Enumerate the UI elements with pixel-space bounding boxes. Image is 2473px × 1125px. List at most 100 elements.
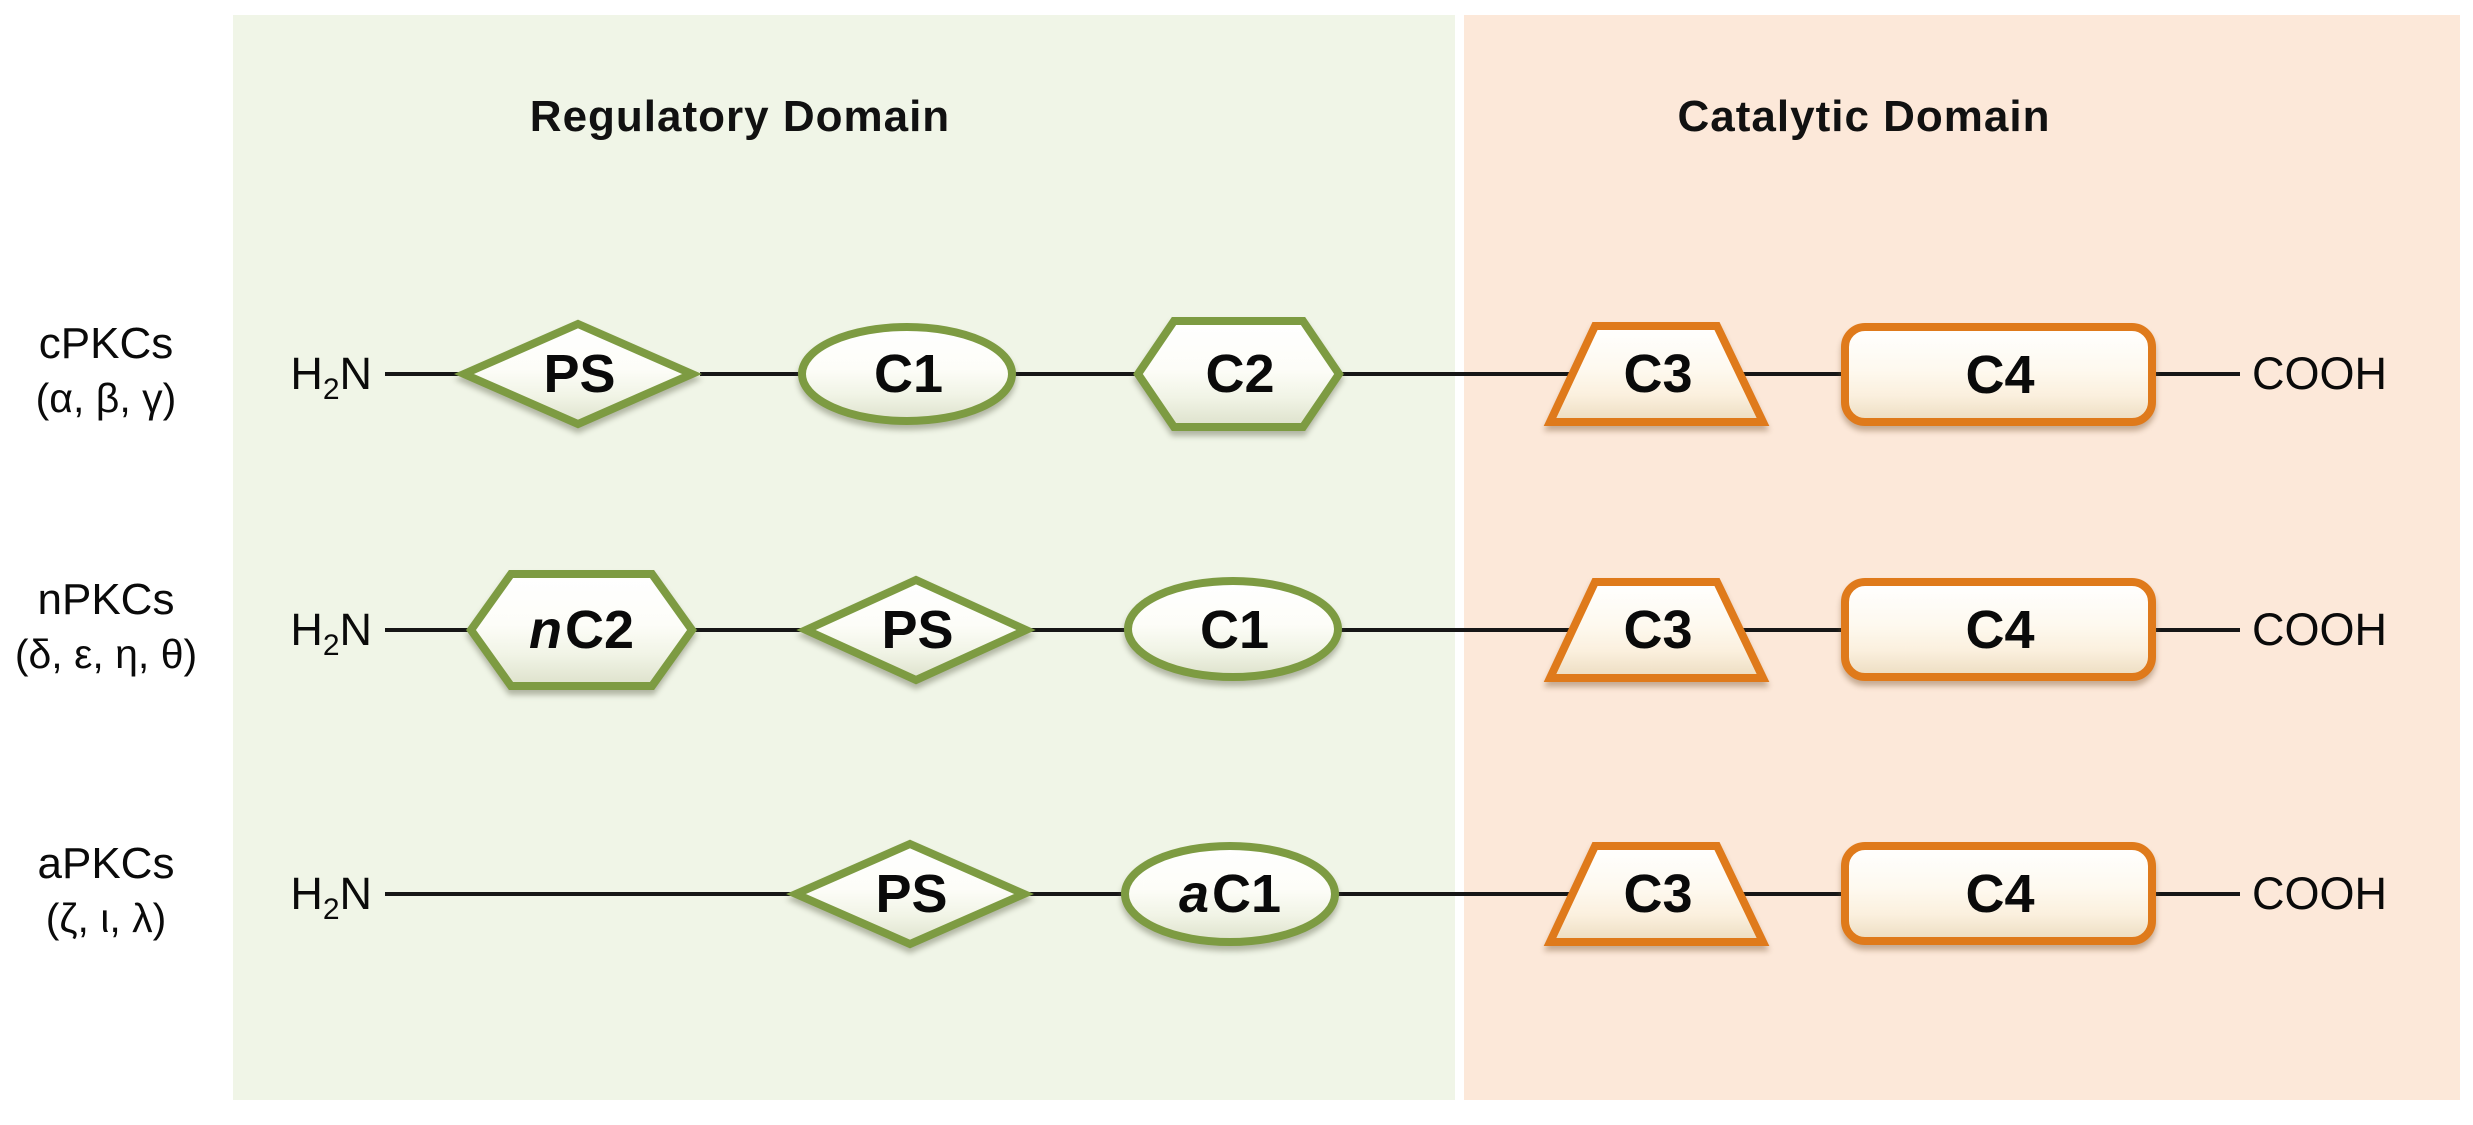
domain-c3: C3: [1543, 321, 1770, 427]
domain-label: PS: [458, 319, 698, 429]
backbone-line: [385, 628, 480, 632]
domain-label-main: PS: [881, 600, 954, 660]
backbone-line: [2150, 628, 2240, 632]
ellipse-shape: [1124, 577, 1342, 681]
family-name: cPKCs: [38, 319, 174, 368]
domain-label: C1: [1123, 576, 1343, 683]
domain-label-main: C2: [564, 600, 635, 660]
domain-label: C4: [1840, 577, 2157, 682]
backbone-line: [1730, 892, 1850, 896]
domain-label: C4: [1840, 322, 2157, 427]
domain-label-main: C4: [1965, 344, 2035, 405]
domain-label-main: C1: [1199, 599, 1270, 660]
backbone-line: [700, 372, 800, 376]
domain-label: PS: [790, 839, 1030, 949]
amino-n: N: [339, 348, 373, 399]
carboxy-terminus-label: COOH: [2252, 868, 2387, 919]
domain-c4: C4: [1840, 577, 2157, 682]
amino-sub-2: 2: [322, 629, 340, 662]
domain-label-main: C4: [1965, 599, 2035, 660]
backbone-line: [1028, 628, 1130, 632]
amino-n: N: [339, 604, 373, 655]
trapezoid-shape: [1543, 842, 1770, 946]
domain-label: C1: [797, 322, 1017, 426]
ellipse-shape: [798, 323, 1016, 425]
backbone-line: [1335, 372, 1600, 376]
hexagon-shape: [1133, 317, 1344, 431]
domain-label: PS: [800, 575, 1032, 685]
domain-ps: PS: [796, 575, 1036, 685]
backbone-line: [1730, 372, 1850, 376]
amino-h: H: [290, 868, 323, 919]
hexagon-shape: [466, 570, 697, 690]
family-label-cpkcs: cPKCs (α, β, γ): [0, 316, 212, 426]
rounded-rect-shape: [1841, 323, 2156, 426]
domain-c4: C4: [1840, 841, 2157, 946]
domain-ps: PS: [454, 319, 702, 429]
diamond-shape: [786, 839, 1034, 949]
catalytic-domain-title: Catalytic Domain: [1677, 92, 2051, 141]
family-name: nPKCs: [37, 575, 175, 624]
domain-label-main: C3: [1623, 864, 1693, 924]
diamond-shape: [454, 319, 702, 429]
trapezoid-shape: [1543, 322, 1770, 426]
domain-label-main: C3: [1623, 344, 1693, 404]
backbone-line: [2150, 892, 2240, 896]
amino-terminus-label: H2N: [290, 866, 372, 928]
domain-label: C3: [1545, 577, 1768, 683]
domain-label-main: C1: [873, 344, 944, 404]
domain-label-main: C4: [1965, 863, 2035, 924]
domain-ps: PS: [786, 839, 1034, 949]
amino-terminus-label: H2N: [290, 346, 372, 408]
domain-c1: C1: [797, 322, 1017, 426]
family-name: aPKCs: [37, 839, 175, 888]
amino-h: H: [290, 348, 323, 399]
backbone-line: [1335, 628, 1600, 632]
domain-label: C3: [1545, 321, 1768, 427]
domain-label-main: C3: [1623, 600, 1693, 660]
amino-n: N: [339, 868, 373, 919]
domain-c4: C4: [1840, 322, 2157, 427]
family-label-npkcs: nPKCs (δ, ε, η, θ): [0, 572, 212, 682]
family-isoforms: (ζ, ι, λ): [45, 895, 167, 941]
amino-sub-2: 2: [322, 373, 340, 406]
rounded-rect-shape: [1841, 578, 2156, 681]
backbone-line: [1730, 628, 1850, 632]
family-isoforms: (δ, ε, η, θ): [14, 631, 198, 677]
domain-c1: C1: [1123, 576, 1343, 683]
domain-label-prefix: n: [528, 600, 562, 660]
domain-label-main: C2: [1205, 344, 1275, 404]
carboxy-terminus-label: COOH: [2252, 604, 2387, 655]
domain-c3: C3: [1543, 577, 1770, 683]
backbone-line: [385, 892, 800, 896]
amino-sub-2: 2: [322, 893, 340, 926]
family-isoforms: (α, β, γ): [35, 375, 177, 421]
domain-c3: C3: [1543, 841, 1770, 947]
domain-label: C4: [1840, 841, 2157, 946]
ellipse-shape: [1121, 842, 1339, 946]
domain-label-main: C1: [1212, 864, 1282, 924]
domain-label-main: PS: [543, 344, 616, 404]
rounded-rect-shape: [1841, 842, 2156, 945]
backbone-line: [1010, 372, 1140, 376]
domain-label-prefix: a: [1178, 864, 1209, 924]
backbone-line: [2150, 372, 2240, 376]
backbone-line: [1022, 892, 1128, 896]
regulatory-domain-title: Regulatory Domain: [529, 92, 951, 141]
backbone-line: [1332, 892, 1600, 896]
domain-label: C2: [1133, 315, 1344, 433]
backbone-line: [688, 628, 805, 632]
domain-label-main: PS: [875, 864, 948, 924]
domain-label: C3: [1545, 841, 1768, 947]
trapezoid-shape: [1543, 578, 1770, 682]
diamond-shape: [796, 575, 1036, 685]
backbone-line: [385, 372, 470, 376]
domain-c2: C2: [1133, 315, 1344, 433]
family-label-apkcs: aPKCs (ζ, ι, λ): [0, 836, 212, 946]
amino-h: H: [290, 604, 323, 655]
